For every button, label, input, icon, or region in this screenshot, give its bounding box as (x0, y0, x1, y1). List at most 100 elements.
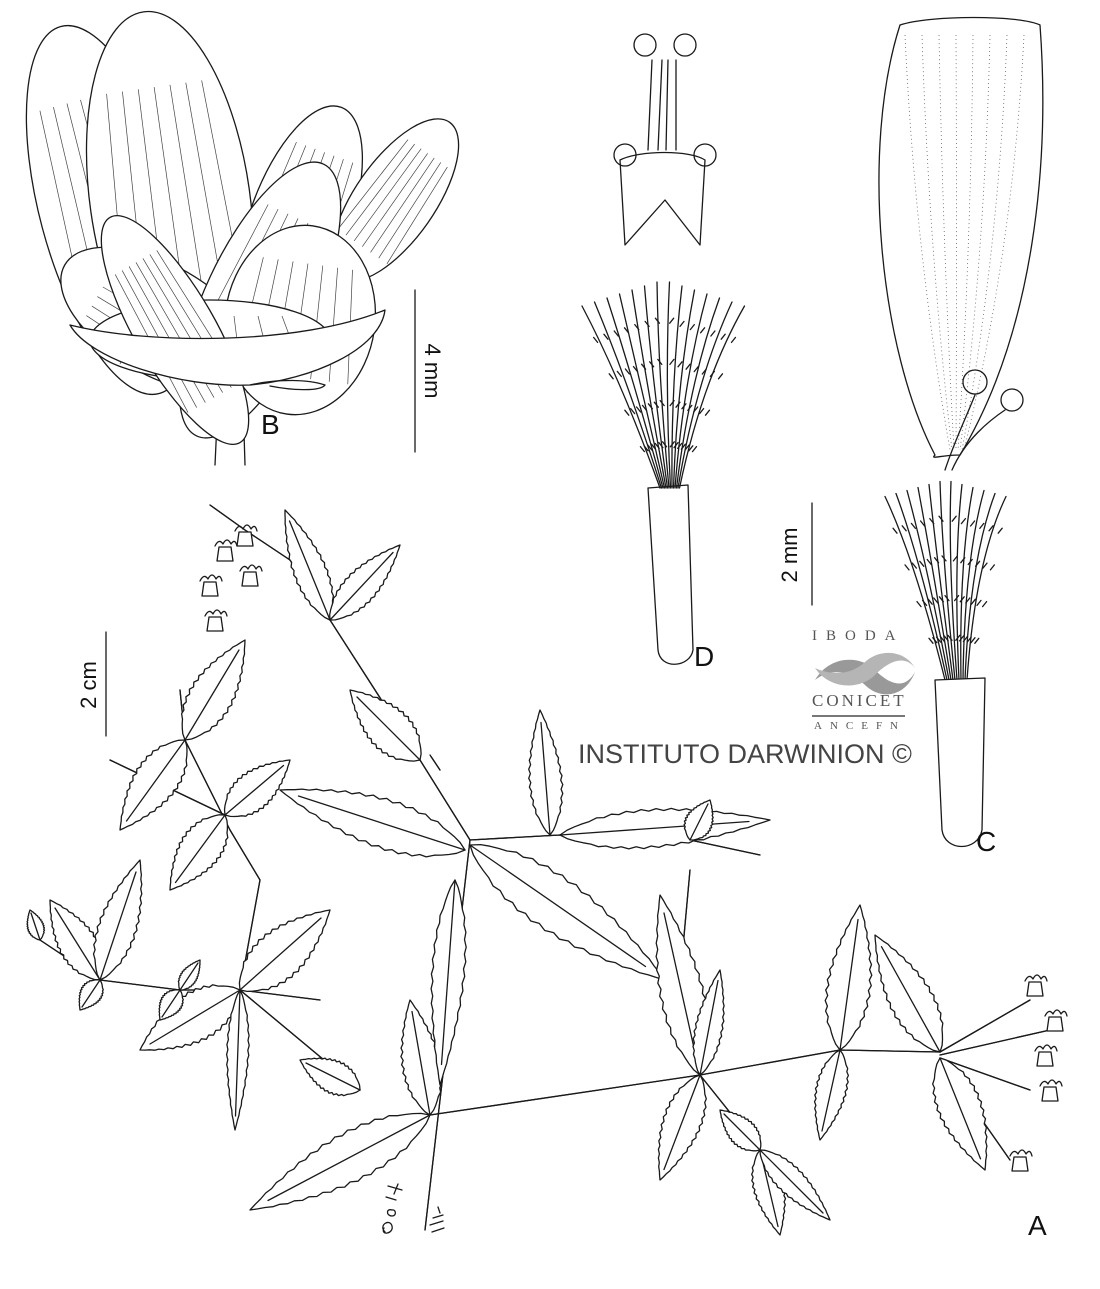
bristle-barb (644, 320, 650, 328)
leaf-midrib (329, 551, 394, 621)
leaf (824, 904, 873, 1051)
bract-striation (362, 153, 428, 247)
bristle-barb (669, 358, 675, 366)
bristle-barb (941, 555, 947, 562)
leaf-midrib (469, 844, 647, 968)
bristle-barb (630, 407, 636, 415)
achene (934, 677, 986, 847)
bristle-barb (657, 358, 663, 366)
flower-head-rays (199, 574, 223, 582)
bristle-barb (717, 373, 724, 380)
pappus-bristle (581, 305, 661, 489)
bristle-barb (938, 515, 944, 522)
bristle-barb (699, 327, 706, 334)
bract-striation (169, 84, 207, 311)
pappus-bristle (949, 480, 958, 681)
institution-credit: INSTITUTO DARWINION © (578, 739, 912, 769)
corolla-lobes (619, 151, 706, 246)
leaf (26, 909, 46, 941)
leaf (139, 984, 241, 1051)
logo-ancefn: ANCEFN (814, 720, 907, 732)
leaf-midrib (30, 912, 41, 941)
bristle-barb (892, 527, 898, 534)
leaf-midrib (234, 989, 241, 1117)
bristle-barb (603, 333, 609, 340)
leaf-midrib (149, 989, 241, 1045)
bristle-barb (926, 558, 932, 566)
flower-head-involucre (1041, 1086, 1059, 1102)
bristle-barb (634, 323, 640, 331)
bristle-barb (910, 522, 917, 530)
leaf (813, 1049, 850, 1141)
bristle-barb (919, 520, 926, 527)
leaf (559, 807, 771, 850)
bristle-barb (730, 336, 737, 344)
flower-head-involucre (201, 581, 219, 597)
bristle-barb (974, 637, 980, 644)
style (944, 394, 1006, 471)
flower-head-rays (1009, 1149, 1033, 1157)
bristle-barb (698, 407, 705, 415)
leaf-midrib (99, 871, 137, 981)
bristle-barb (970, 637, 976, 644)
bristle-barb (943, 635, 949, 642)
bristle-barb (997, 527, 1003, 534)
bristle-barb (929, 517, 935, 525)
bract-striation (378, 162, 442, 259)
scale-bars (105, 289, 813, 737)
bristle-barb (969, 520, 976, 527)
bristle-barb (939, 635, 946, 643)
bristle-barb (981, 600, 988, 608)
bristle-barb (685, 363, 691, 370)
bract-striation (345, 143, 415, 236)
pappus-bristle (884, 495, 946, 681)
bristle-barb (640, 363, 647, 370)
leaf-midrib (839, 918, 859, 1051)
leaf-midrib (821, 1049, 841, 1132)
pappus-bristle (672, 289, 696, 489)
bristle-barb (938, 596, 945, 603)
ligule-vein (957, 34, 974, 451)
leaf (528, 709, 564, 836)
bristle-barb (623, 327, 630, 334)
bristle-barb (624, 368, 631, 375)
pappus-bristle (956, 483, 963, 681)
ligule-vein (963, 34, 1025, 451)
bract-striation (386, 166, 448, 265)
ligule-vein (955, 34, 957, 451)
pappus-bristle (666, 281, 672, 489)
outer-bract-rim (69, 309, 386, 386)
leaf-midrib (559, 820, 750, 836)
bristle-barb (988, 525, 994, 532)
bristle-barb (632, 365, 639, 373)
pappus-bristle (674, 293, 708, 489)
bristle-barb (720, 333, 726, 340)
bristle-barb (677, 361, 683, 368)
bristle-barb (944, 594, 950, 602)
leaf-midrib (179, 962, 199, 991)
flower-head-involucre (1036, 1051, 1054, 1067)
pappus-bristle (677, 301, 733, 489)
bristle-barb (661, 441, 668, 448)
pappus-bristle (939, 480, 956, 681)
bristle-barb (650, 443, 657, 450)
bristle-barb (689, 323, 695, 331)
bristle-barb (649, 361, 655, 368)
leaf-midrib (411, 1010, 431, 1116)
pappus-bristle (960, 486, 974, 681)
leaf-midrib (440, 879, 456, 1066)
leaf-midrib (699, 979, 719, 1076)
bristle-barb (960, 517, 967, 525)
bristle-barb (635, 406, 642, 413)
leaf-midrib (184, 649, 240, 741)
bristle-barb (669, 317, 675, 324)
scale-label-4mm: 4 mm (420, 343, 445, 399)
leaf-midrib (356, 696, 421, 761)
style-coil (1000, 388, 1024, 412)
flower-head-rays (1039, 1079, 1063, 1087)
flower-head-involucre (241, 571, 259, 587)
panel-d-floret-drawing (581, 33, 746, 665)
leaf-midrib (430, 755, 441, 771)
bristle-barb (641, 404, 648, 412)
